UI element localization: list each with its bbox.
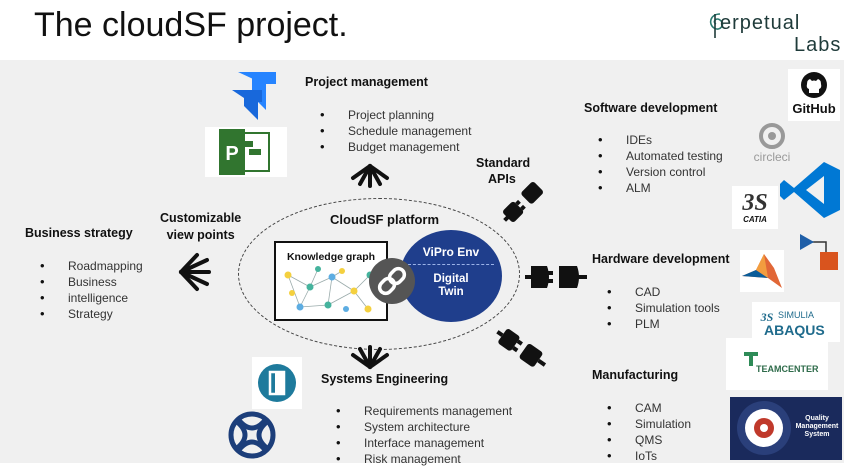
teamcenter-icon — [744, 352, 758, 366]
list-item: Simulation — [607, 416, 691, 432]
chain-link-icon — [377, 266, 407, 296]
list-item: Budget management — [320, 139, 471, 155]
list-item: intelligence — [40, 290, 143, 306]
circleci-logo: circleci — [746, 122, 798, 168]
list-item: IDEs — [598, 132, 723, 148]
list-item: Roadmapping — [40, 258, 143, 274]
ms-project-icon: P — [219, 129, 270, 175]
jira-icon — [232, 72, 276, 120]
circleci-icon — [759, 123, 785, 149]
customizable-view-points-label: Customizable view points — [160, 211, 242, 242]
plug-icon — [496, 329, 547, 367]
teamcenter-wordmark: TEAMCENTER — [756, 364, 819, 374]
svg-text:3S: 3S — [760, 310, 774, 322]
systems-engineering-list: Requirements management System architect… — [336, 403, 512, 467]
matlab-tile — [740, 250, 784, 292]
catia-tile: 3S CATIA — [732, 186, 778, 229]
perpetual-labs-logo: erpetual Labs — [706, 8, 842, 58]
list-item: Interface management — [336, 435, 512, 451]
list-item: Automated testing — [598, 148, 723, 164]
list-item: Schedule management — [320, 123, 471, 139]
github-wordmark: GitHub — [792, 101, 836, 116]
logo-text-line2: Labs — [794, 34, 842, 56]
list-item: Risk management — [336, 451, 512, 467]
systems-engineering-heading: Systems Engineering — [321, 372, 449, 386]
list-item: Business — [40, 274, 143, 290]
project-management-heading: Project management — [305, 75, 428, 89]
list-item: ALM — [598, 180, 723, 196]
vipro-env-circle: ViPro Env Digital Twin — [400, 230, 502, 322]
vscode-icon — [780, 162, 840, 218]
github-icon — [801, 72, 827, 98]
list-item: Requirements management — [336, 403, 512, 419]
list-item: Simulation tools — [607, 300, 720, 316]
viewpoint-fan-icon — [351, 164, 389, 188]
software-development-heading: Software development — [584, 101, 718, 115]
vipro-env-label: ViPro Env — [422, 245, 480, 259]
qms-tile: Quality Management System — [730, 397, 842, 460]
slide-header: The cloudSF project. erpetual Labs — [0, 0, 844, 60]
sys-eng-tool-tile — [252, 357, 302, 409]
standard-apis-label: Standard APIs — [476, 156, 531, 186]
list-item: QMS — [607, 432, 691, 448]
svg-text:3S: 3S — [741, 190, 767, 214]
viewpoint-fan-icon — [351, 345, 389, 369]
viewpoint-fan-icon — [179, 253, 211, 291]
plug-icon — [525, 266, 587, 288]
ms-project-tile: P — [205, 127, 287, 177]
list-item: System architecture — [336, 419, 512, 435]
vipro-divider — [408, 264, 494, 265]
chain-link-badge — [369, 258, 415, 304]
abaqus-wordmark: ABAQUS — [764, 322, 825, 338]
qms-icon — [737, 401, 791, 455]
digital-twin-label: Digital Twin — [433, 273, 469, 298]
plug-icon — [503, 182, 543, 222]
circleci-wordmark: circleci — [753, 150, 791, 164]
github-tile: GitHub — [788, 69, 840, 121]
list-item: CAD — [607, 284, 720, 300]
manufacturing-heading: Manufacturing — [592, 368, 679, 382]
simulink-icon — [800, 234, 838, 270]
qms-wordmark: Quality Management System — [795, 415, 839, 438]
manufacturing-list: CAM Simulation QMS IoTs — [607, 400, 691, 464]
catia-wordmark: CATIA — [743, 215, 767, 224]
knot-tool-icon — [228, 411, 276, 459]
knowledge-graph-label: Knowledge graph — [286, 251, 376, 263]
project-management-list: Project planning Schedule management Bud… — [320, 107, 471, 155]
knowledge-graph-network — [284, 266, 374, 313]
matlab-icon — [742, 254, 782, 288]
door-tool-icon — [258, 364, 296, 402]
list-item: CAM — [607, 400, 691, 416]
svg-text:P: P — [225, 143, 238, 165]
list-item: Strategy — [40, 306, 143, 322]
list-item: IoTs — [607, 448, 691, 464]
software-development-list: IDEs Automated testing Version control A… — [598, 132, 723, 196]
simulia-wordmark: SIMULIA — [778, 310, 815, 320]
business-strategy-list: Roadmapping Business intelligence Strate… — [40, 258, 143, 322]
logo-swirl-icon — [709, 13, 724, 38]
simulia-abaqus-icon: 3S — [760, 310, 774, 322]
catia-icon: 3S — [741, 190, 767, 214]
hardware-development-list: CAD Simulation tools PLM — [607, 284, 720, 332]
simulia-abaqus-tile: 3S SIMULIA ABAQUS — [752, 302, 840, 342]
business-strategy-heading: Business strategy — [25, 226, 133, 240]
slide-title: The cloudSF project. — [34, 6, 348, 44]
logo-text-line1: erpetual — [720, 12, 801, 34]
list-item: PLM — [607, 316, 720, 332]
list-item: Version control — [598, 164, 723, 180]
teamcenter-tile: TEAMCENTER — [726, 338, 828, 390]
list-item: Project planning — [320, 107, 471, 123]
hardware-development-heading: Hardware development — [592, 252, 730, 266]
